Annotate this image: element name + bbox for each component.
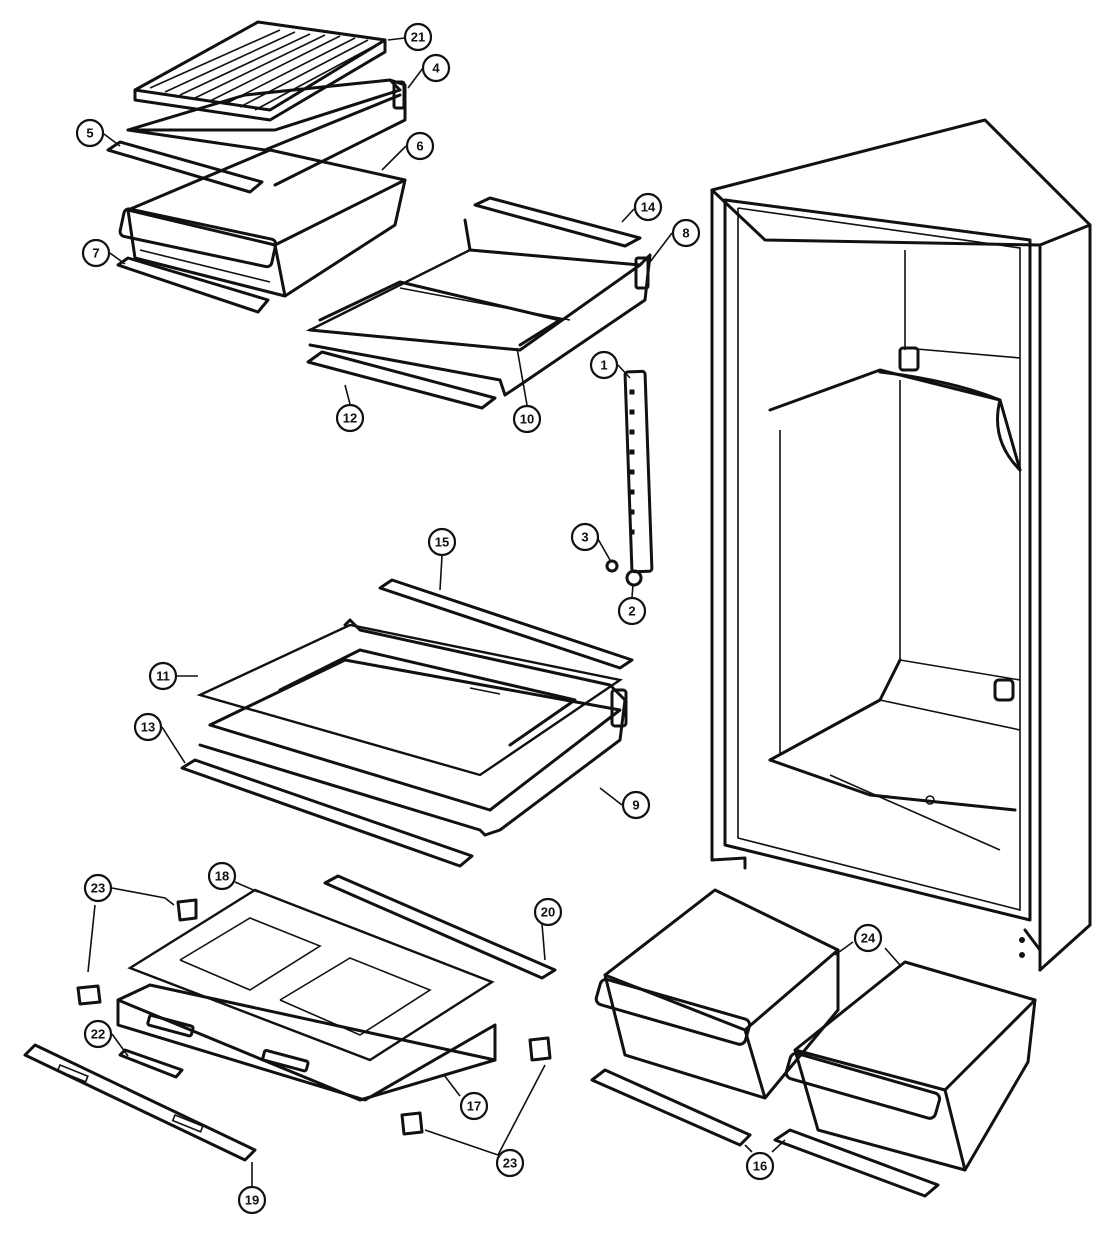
svg-text:24: 24 bbox=[861, 931, 876, 946]
callout-7: 7 bbox=[81, 238, 111, 268]
svg-text:2: 2 bbox=[628, 604, 635, 619]
svg-text:16: 16 bbox=[753, 1159, 767, 1174]
freezer-wire-shelf bbox=[133, 20, 387, 122]
callout-23-lower: 23 bbox=[495, 1148, 525, 1178]
callout-4: 4 bbox=[421, 53, 451, 83]
shelf-ladder-support bbox=[605, 369, 654, 587]
callout-6: 6 bbox=[405, 131, 435, 161]
upper-shelf-rear-rail bbox=[473, 196, 642, 248]
svg-text:20: 20 bbox=[541, 905, 555, 920]
lower-cantilever-shelf bbox=[196, 618, 628, 837]
crisper-cover-front-trim bbox=[23, 1043, 257, 1162]
callout-20: 20 bbox=[533, 897, 563, 927]
svg-text:5: 5 bbox=[86, 126, 93, 141]
callout-15: 15 bbox=[427, 527, 457, 557]
callout-9: 9 bbox=[621, 790, 651, 820]
svg-text:1: 1 bbox=[600, 358, 607, 373]
callout-16: 16 bbox=[745, 1151, 775, 1181]
svg-text:7: 7 bbox=[92, 246, 99, 261]
svg-text:11: 11 bbox=[156, 669, 170, 684]
callout-22: 22 bbox=[83, 1019, 113, 1049]
callout-24: 24 bbox=[853, 923, 883, 953]
svg-text:12: 12 bbox=[343, 411, 357, 426]
callout-1: 1 bbox=[589, 350, 619, 380]
freezer-pan-front-rail bbox=[116, 256, 270, 314]
svg-text:14: 14 bbox=[641, 200, 656, 215]
crisper-cover-clip bbox=[118, 1048, 184, 1079]
callout-14: 14 bbox=[633, 192, 663, 222]
crisper-cover-glass bbox=[127, 888, 495, 1062]
crisper-cover-rear-support bbox=[323, 874, 557, 980]
callout-5: 5 bbox=[75, 118, 105, 148]
callout-21: 21 bbox=[403, 22, 433, 52]
upper-shelf-front-trim bbox=[306, 350, 497, 410]
lower-shelf-rear-rail bbox=[378, 578, 634, 670]
lower-shelf-front-trim bbox=[180, 758, 474, 868]
crisper-drawer-right bbox=[784, 960, 1037, 1172]
callout-17: 17 bbox=[459, 1091, 489, 1121]
callout-23-upper: 23 bbox=[83, 873, 113, 903]
callout-10: 10 bbox=[512, 404, 542, 434]
callout-11: 11 bbox=[148, 661, 178, 691]
crisper-drawer-slides bbox=[590, 1068, 940, 1198]
svg-text:3: 3 bbox=[581, 530, 588, 545]
svg-text:6: 6 bbox=[416, 139, 423, 154]
svg-text:18: 18 bbox=[215, 869, 229, 884]
freezer-pan bbox=[118, 148, 407, 298]
svg-text:9: 9 bbox=[632, 798, 639, 813]
crisper-drawer-left bbox=[594, 888, 840, 1100]
callout-12: 12 bbox=[335, 403, 365, 433]
svg-text:4: 4 bbox=[432, 61, 440, 76]
callout-3: 3 bbox=[570, 522, 600, 552]
crisper-cover-brackets bbox=[76, 898, 552, 1136]
svg-text:23: 23 bbox=[91, 881, 105, 896]
svg-text:19: 19 bbox=[245, 1193, 259, 1208]
callout-13: 13 bbox=[133, 712, 163, 742]
callout-18: 18 bbox=[207, 861, 237, 891]
callouts: 21 4 5 6 7 14 8 12 bbox=[75, 22, 883, 1215]
svg-text:22: 22 bbox=[91, 1027, 105, 1042]
svg-text:13: 13 bbox=[141, 720, 155, 735]
svg-text:8: 8 bbox=[682, 226, 689, 241]
leader-lines bbox=[87, 37, 901, 1186]
svg-text:10: 10 bbox=[520, 412, 534, 427]
refrigerator-cabinet bbox=[710, 118, 1092, 972]
svg-text:17: 17 bbox=[467, 1099, 481, 1114]
callout-19: 19 bbox=[237, 1185, 267, 1215]
callout-8: 8 bbox=[671, 218, 701, 248]
freezer-shelf-support-frame bbox=[126, 78, 407, 187]
crisper-cover-frame bbox=[116, 983, 497, 1102]
callout-2: 2 bbox=[617, 596, 647, 626]
svg-text:15: 15 bbox=[435, 535, 449, 550]
svg-text:23: 23 bbox=[503, 1156, 517, 1171]
upper-cantilever-shelf bbox=[305, 218, 652, 397]
svg-text:21: 21 bbox=[411, 30, 425, 45]
